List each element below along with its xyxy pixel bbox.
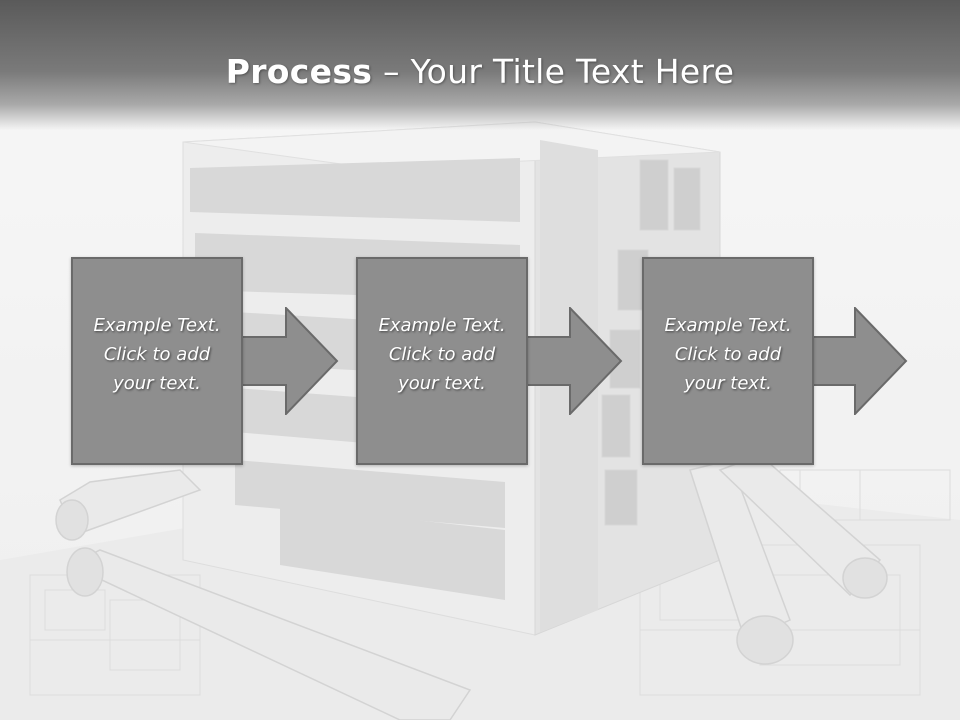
step-2-box[interactable]: Example Text. Click to add your text. [356,257,528,465]
title-bar [0,0,960,130]
step-1-line-2: Click to add [103,344,211,365]
step-1-line-1: Example Text. [93,315,221,336]
title-bold-text: Process [225,52,373,91]
step-3-text: Example Text. Click to add your text. [644,311,812,398]
step-2-line-3: your text. [398,373,486,394]
step-3-line-1: Example Text. [664,315,792,336]
step-1-box[interactable]: Example Text. Click to add your text. [71,257,243,465]
step-1-arrow [240,307,339,415]
step-3-box[interactable]: Example Text. Click to add your text. [642,257,814,465]
step-2-line-2: Click to add [388,344,496,365]
title-rest-text: – Your Title Text Here [372,52,735,91]
step-3-arrow [809,307,908,415]
step-1-line-3: your text. [113,373,201,394]
slide-title[interactable]: Process – Your Title Text Here [0,52,960,91]
step-2-arrow [524,307,623,415]
step-3-line-2: Click to add [674,344,782,365]
step-1-text: Example Text. Click to add your text. [73,311,241,398]
step-2-text: Example Text. Click to add your text. [358,311,526,398]
step-3-line-3: your text. [684,373,772,394]
step-2-line-1: Example Text. [378,315,506,336]
